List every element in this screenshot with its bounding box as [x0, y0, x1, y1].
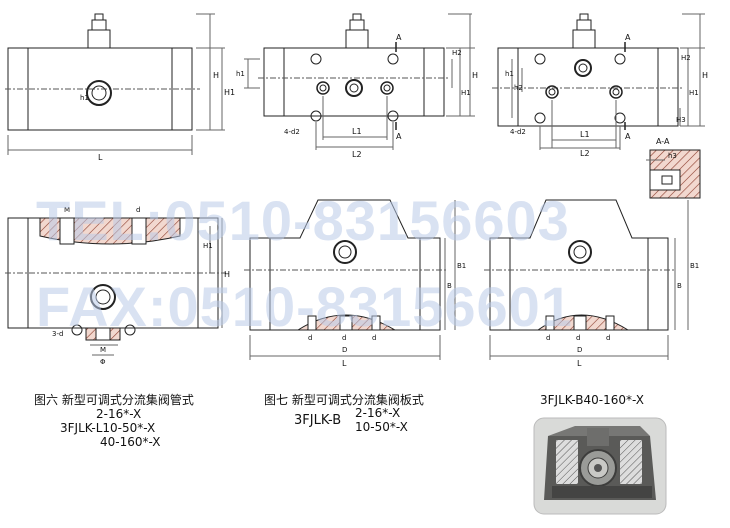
section-AA-label: A-A	[656, 137, 670, 146]
view-top-middle	[244, 13, 475, 150]
dim-h2-3: h2	[514, 84, 523, 92]
dim-H1-2: H1	[461, 89, 471, 97]
fig7-prefix: 3FJLK-B	[294, 413, 342, 428]
view-top-left	[5, 13, 225, 155]
dim-H-2: H	[472, 71, 478, 80]
dim-H2-2: H2	[452, 49, 462, 57]
dim-H2-3: H2	[681, 54, 691, 62]
dim-H1-1: H1	[224, 88, 235, 97]
dim-d-br-2: d	[576, 334, 580, 342]
fig7-line2: 10-50*-X	[355, 420, 408, 434]
dim-L1-3: L1	[580, 130, 590, 139]
fig6-line2: 3FJLK-L10-50*-X	[60, 421, 156, 435]
body-outline	[497, 47, 679, 127]
dim-d-bm-3: d	[372, 334, 376, 342]
dim-h1-1: h1	[80, 94, 89, 102]
dim-L-bm: L	[342, 359, 347, 368]
view-bottom-left	[5, 217, 226, 356]
holes-note-3: 4-d2	[510, 128, 526, 136]
dim-d-bm-1: d	[308, 334, 312, 342]
dim-L-br: L	[577, 359, 582, 368]
section-A-top-3: A	[625, 33, 631, 42]
dim-h1-3: h1	[505, 70, 514, 78]
section-AA-detail	[646, 149, 701, 199]
dim-d-br-3: d	[606, 334, 610, 342]
view-bottom-right	[484, 199, 689, 360]
dim-L2-3: L2	[580, 149, 590, 158]
dim-H-bl: H	[224, 270, 230, 279]
dim-h3-detail: h3	[668, 152, 677, 160]
fig7-line1: 2-16*-X	[355, 406, 401, 420]
dim-H-3: H	[702, 71, 708, 80]
holes-note-2: 4-d2	[284, 128, 300, 136]
fig8-title: 3FJLK-B40-160*-X	[540, 393, 644, 407]
dim-B1-bm: B1	[457, 262, 466, 270]
dim-h1-2: h1	[236, 70, 245, 78]
dim-M-bottom: M	[100, 346, 106, 354]
dim-B-bm: B	[447, 282, 452, 290]
dim-d-bm-2: d	[342, 334, 346, 342]
section-A-top-2: A	[396, 33, 402, 42]
dim-L-1: L	[98, 153, 103, 162]
dim-d-br-1: d	[546, 334, 550, 342]
fig6-title: 图六 新型可调式分流集阀管式	[34, 393, 194, 407]
dim-H3-3: H3	[676, 116, 686, 124]
dim-H1-bl: H1	[203, 242, 213, 250]
fig6-line1: 2-16*-X	[96, 407, 142, 421]
body-outline	[263, 47, 445, 117]
valve-photo	[533, 417, 667, 515]
dim-H-1: H	[213, 71, 219, 80]
dim-H1-3: H1	[689, 89, 699, 97]
watermark-tel: TEL:0510-83156603	[36, 189, 570, 252]
dim-L2-2: L2	[352, 150, 362, 159]
dim-B-br: B	[677, 282, 682, 290]
dim-B1-br: B1	[690, 262, 699, 270]
dim-M-top-left: M	[64, 206, 70, 214]
dim-phi-bottom: Φ	[100, 358, 106, 366]
fig7-title: 图七 新型可调式分流集阀板式	[264, 393, 424, 407]
holes-note-bl: 3-d	[52, 330, 63, 338]
watermark-fax: FAX:0510-83156601	[36, 275, 573, 338]
section-A-bottom-2: A	[396, 132, 402, 141]
dim-D-bm: D	[342, 346, 347, 354]
dim-d-top-right: d	[136, 206, 140, 214]
view-bottom-middle	[244, 199, 456, 360]
section-A-bottom-3: A	[625, 132, 631, 141]
dim-D-br: D	[577, 346, 582, 354]
fig6-line3: 40-160*-X	[100, 435, 161, 449]
dim-L1-2: L1	[352, 127, 362, 136]
view-top-right	[492, 13, 705, 150]
